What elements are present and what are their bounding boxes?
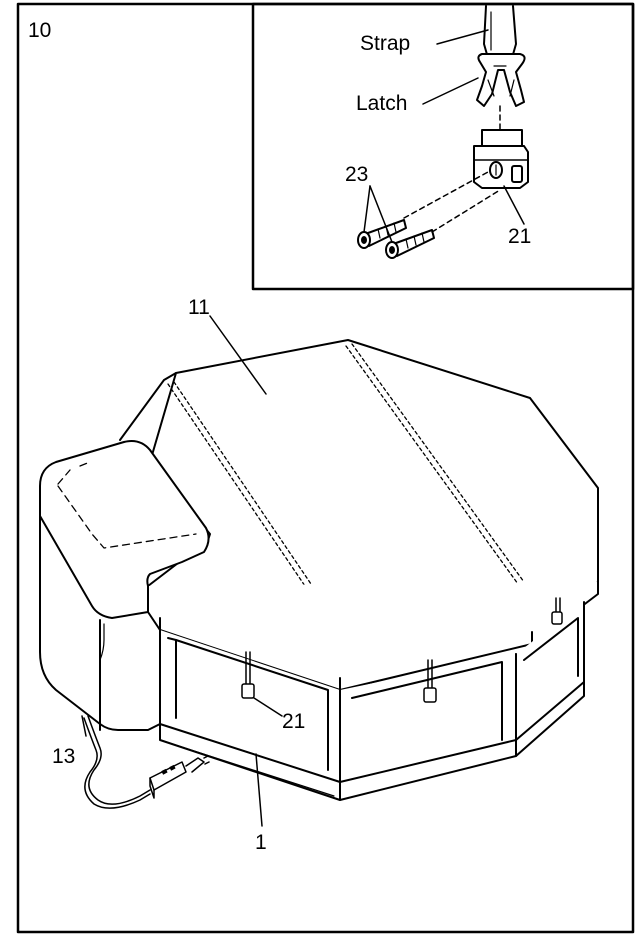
label-base-1: 1	[255, 831, 267, 854]
strap-latch-detail	[357, 5, 529, 259]
label-bracket-21-inset: 21	[508, 225, 532, 248]
label-cabinet-13: 13	[52, 745, 76, 768]
label-screws-23: 23	[345, 163, 369, 186]
hot-tub-assembly	[39, 315, 599, 827]
side-cabinet-top	[39, 440, 210, 619]
label-cover-11: 11	[188, 296, 210, 319]
label-strap: Strap	[360, 32, 411, 55]
label-latch: Latch	[356, 92, 408, 115]
label-bracket-21: 21	[282, 710, 306, 733]
step-number: 10	[28, 19, 52, 42]
inset-frame	[251, 2, 635, 291]
